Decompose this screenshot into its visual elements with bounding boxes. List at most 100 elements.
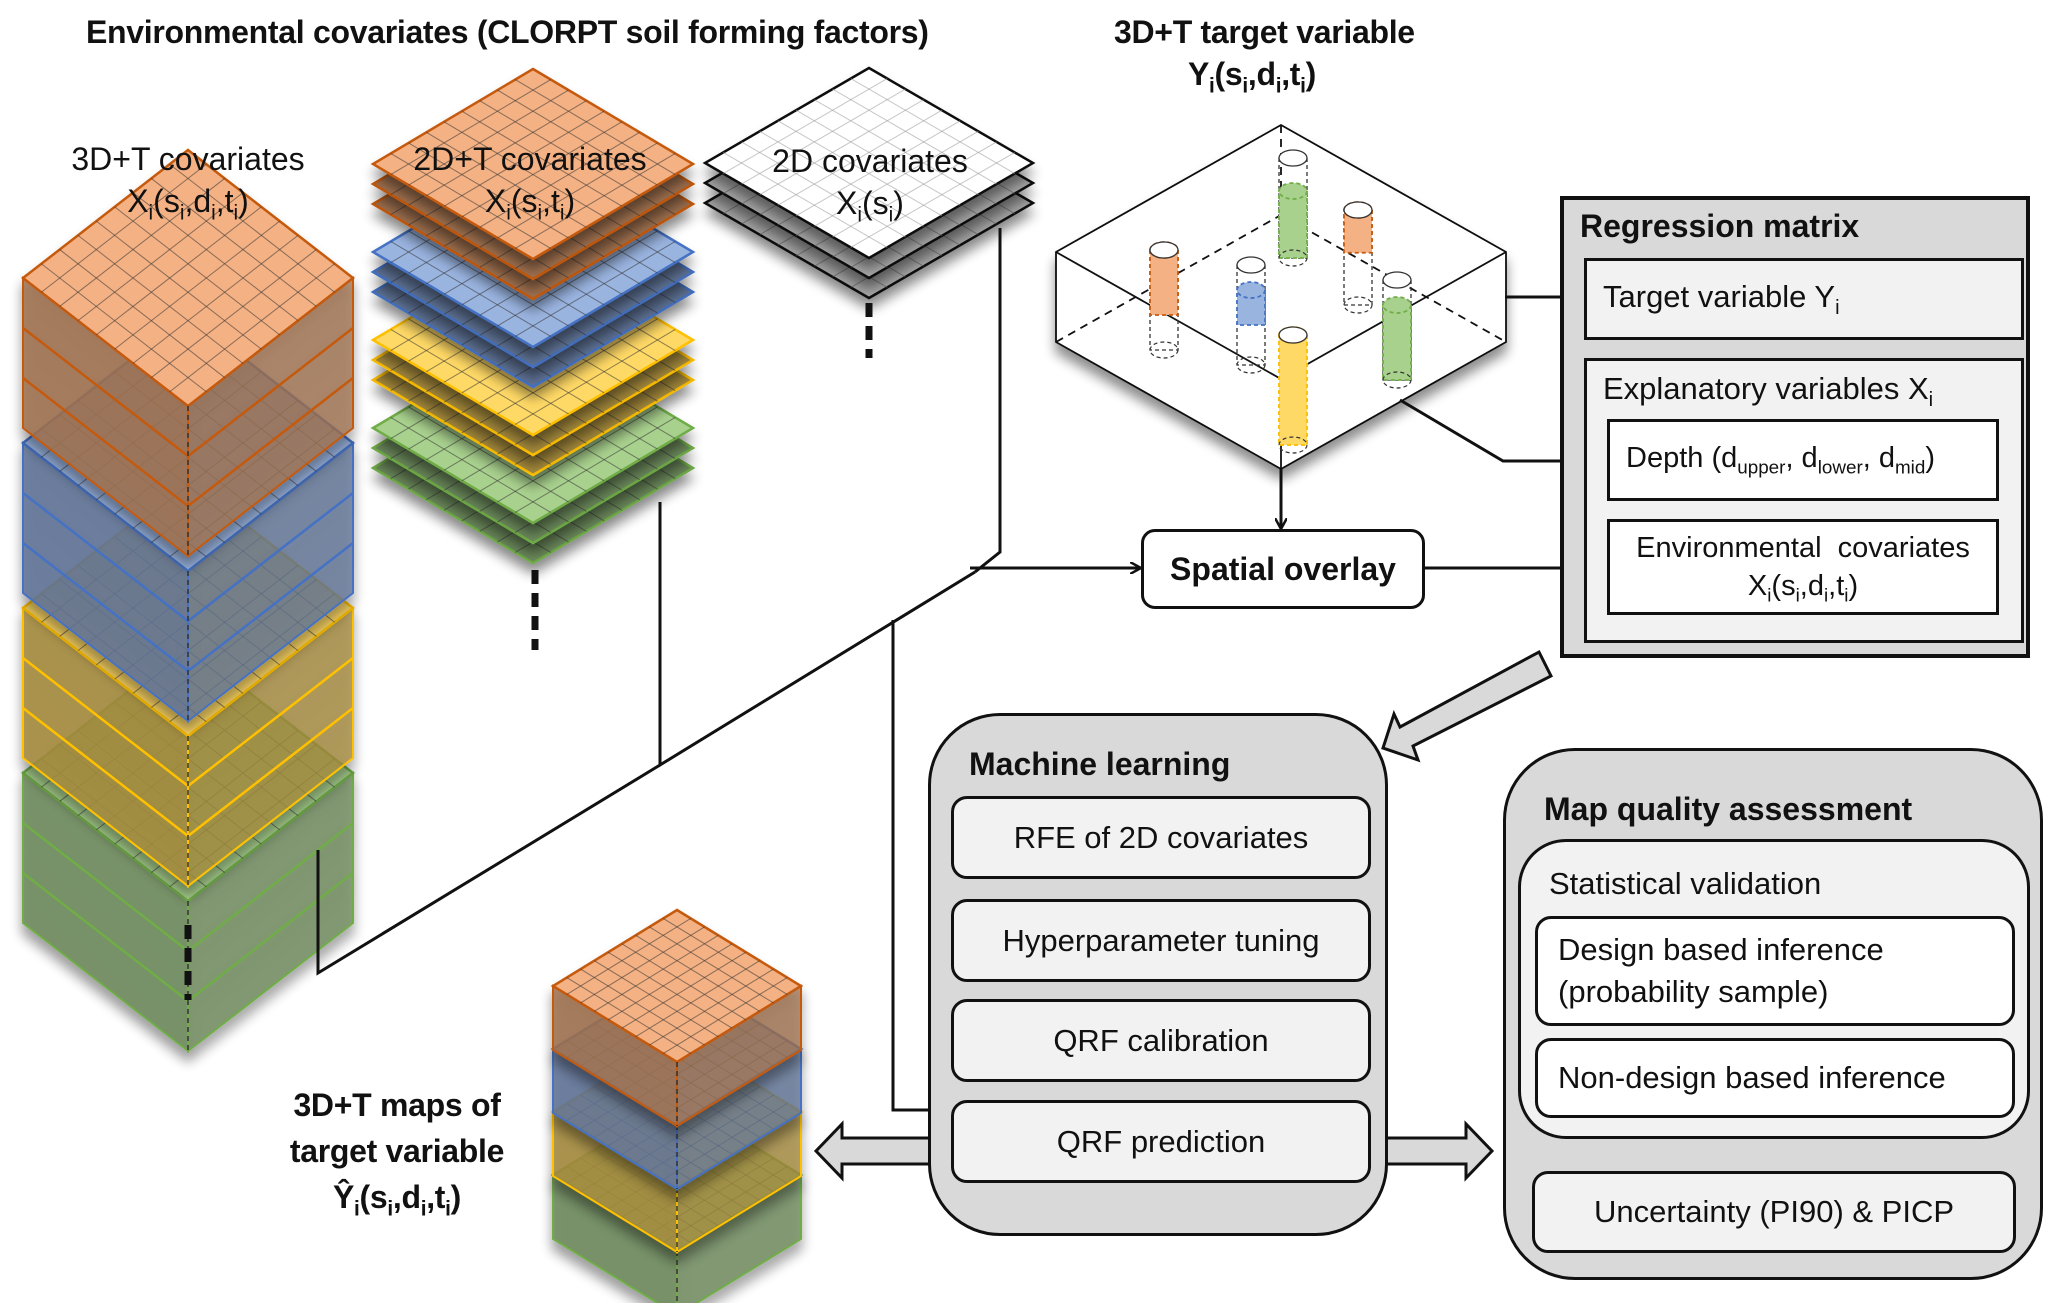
- grid-line: [151, 178, 317, 307]
- grid-line: [814, 99, 979, 196]
- covariate-stack-3d-t: [20, 148, 356, 1054]
- grid-line: [759, 130, 924, 227]
- formula-subscript: i: [559, 201, 565, 225]
- env-covariates-box: Environmental covariates Xi(si,di,ti): [1607, 519, 1999, 615]
- grid-line: [408, 406, 569, 503]
- connector-2d: [974, 228, 1002, 574]
- grid-line: [635, 934, 760, 1012]
- formula-comma: ,: [1828, 570, 1837, 602]
- design-based-inference-box[interactable]: Design based inference (probability samp…: [1535, 916, 2015, 1026]
- formula-subscript: i: [420, 1197, 427, 1221]
- grid-line: [635, 960, 760, 1038]
- formula-comma: ,: [215, 183, 225, 219]
- grid-line: [662, 977, 788, 1054]
- grid-line: [580, 968, 705, 1046]
- grid-line: [390, 417, 552, 513]
- grid-line: [566, 918, 692, 995]
- stack-label-2d-t: 2D+T covariates Xi(si,ti): [370, 138, 690, 225]
- layer-volume: [20, 148, 356, 559]
- design-based-line-1: Design based inference: [1558, 932, 1884, 967]
- map-quality-title: Map quality assessment: [1544, 791, 1913, 827]
- label-subscript: i: [1835, 297, 1840, 320]
- ml-step-hyperparameter-tuning[interactable]: Hyperparameter tuning: [951, 899, 1371, 982]
- uncertainty-box[interactable]: Uncertainty (PI90) & PICP: [1532, 1171, 2016, 1253]
- grid-line: [497, 406, 658, 503]
- block-arrow-ml-to-quality: [1374, 1120, 1495, 1182]
- cylinder-bottom: [1382, 371, 1412, 389]
- sample-cylinder-green: [1382, 271, 1412, 389]
- depth-sep: , d: [1862, 442, 1895, 474]
- formula-comma: ,: [1799, 570, 1808, 602]
- formula-paren: ): [450, 1179, 462, 1215]
- explanatory-variables-label: Explanatory variables Xi: [1603, 371, 1933, 410]
- output-maps-line-2: target variable: [289, 1133, 505, 1169]
- grid-line: [777, 120, 943, 217]
- formula-comma: ,: [426, 1179, 435, 1215]
- cylinder-top: [1236, 256, 1266, 274]
- formula-arg: t: [550, 183, 560, 219]
- grid-line: [497, 142, 658, 239]
- grid-line: [814, 130, 979, 227]
- formula-subscript: i: [148, 201, 154, 225]
- formula-paren: ): [1848, 570, 1859, 602]
- formula-paren: ): [1305, 56, 1317, 92]
- grid-line: [96, 220, 262, 350]
- spatial-overlay-box: Spatial overlay: [1141, 529, 1425, 609]
- formula-arg: s: [872, 185, 889, 221]
- formula-subscript: i: [1767, 584, 1772, 606]
- formula-paren: (: [153, 183, 164, 219]
- grid-line: [41, 163, 207, 293]
- formula-paren: ): [238, 183, 249, 219]
- grid-line: [566, 977, 692, 1054]
- output-maps-line-1: 3D+T maps of: [293, 1087, 501, 1123]
- formula-subscript: i: [888, 203, 894, 227]
- grid-line: [390, 329, 552, 425]
- cylinder-sample: [1278, 334, 1308, 446]
- regression-matrix-title: Regression matrix: [1580, 208, 1860, 244]
- layer-volume: [550, 908, 804, 1128]
- grid-line: [169, 163, 335, 293]
- grid-line: [169, 263, 335, 393]
- grid-line: [795, 109, 961, 206]
- formula-subscript: i: [1209, 74, 1215, 98]
- grid-line: [77, 234, 244, 364]
- formula-subscript: i: [354, 1197, 360, 1221]
- grid-line: [850, 152, 1016, 248]
- block-arrow-regression-to-ml: [1381, 649, 1554, 763]
- formula-paren: (: [1771, 570, 1782, 602]
- output-map-stack: [550, 908, 804, 1303]
- grid-line: [649, 926, 774, 1004]
- cylinder-sample-top: [1278, 182, 1308, 200]
- grid-line: [850, 78, 1016, 174]
- non-design-based-label: Non-design based inference: [1558, 1060, 1946, 1095]
- formula-subscript: i: [1300, 74, 1306, 98]
- formula-subscript: i: [233, 201, 239, 225]
- ml-step-label: Hyperparameter tuning: [1002, 922, 1320, 958]
- stack-title: 2D+T covariates: [413, 141, 647, 177]
- formula-arg: t: [1836, 570, 1845, 602]
- formula-paren: (: [359, 1179, 371, 1215]
- formula-subscript: i: [179, 201, 185, 225]
- grid-line: [607, 943, 733, 1021]
- grid-line: [722, 78, 888, 174]
- ml-step-qrf-prediction[interactable]: QRF prediction: [951, 1100, 1371, 1183]
- ml-step-rfe[interactable]: RFE of 2D covariates: [951, 796, 1371, 879]
- grid-line: [426, 131, 587, 228]
- grid-line: [390, 241, 552, 337]
- formula-subscript: i: [857, 203, 863, 227]
- map-quality-panel: Map quality assessment Statistical valid…: [1503, 748, 2043, 1280]
- cylinder-bottom: [1278, 249, 1308, 267]
- formula-subscript: i: [1823, 584, 1829, 606]
- formula-base: X: [1747, 570, 1768, 602]
- grid-line: [759, 99, 924, 196]
- non-design-based-inference-box[interactable]: Non-design based inference: [1535, 1038, 2015, 1118]
- output-maps-formula: Ŷi(si,di,ti): [272, 1174, 522, 1220]
- grid-line: [777, 109, 943, 206]
- stack-title: 2D covariates: [772, 143, 968, 179]
- grid-line: [479, 131, 640, 228]
- grid-line: [408, 142, 569, 239]
- block-arrow-ml-to-output: [813, 1120, 944, 1182]
- ml-step-qrf-calibration[interactable]: QRF calibration: [951, 999, 1371, 1082]
- grid-line: [59, 178, 225, 307]
